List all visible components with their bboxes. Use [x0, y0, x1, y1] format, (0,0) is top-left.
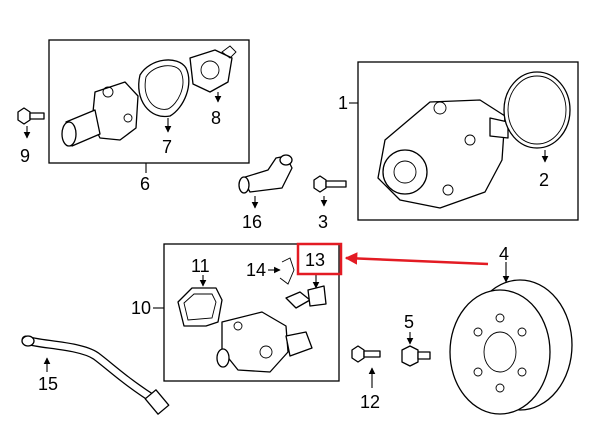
bolt-12-part — [351, 345, 381, 363]
callout-14: 14 — [246, 260, 266, 280]
outlet-gasket-part — [177, 287, 223, 327]
callout-7: 7 — [162, 137, 172, 157]
callout-12: 12 — [360, 392, 380, 412]
pipe-15-part — [21, 335, 170, 415]
thermostat-part — [189, 45, 237, 93]
callout-3: 3 — [318, 212, 328, 232]
group-box-10 — [163, 243, 340, 382]
highlight-arrow — [344, 252, 489, 266]
callout-15: 15 — [38, 374, 58, 394]
hose-16-part — [238, 154, 293, 194]
callout-8: 8 — [211, 108, 221, 128]
pulley-part — [449, 279, 573, 415]
outlet-housing-part — [216, 311, 313, 373]
callout-6: 6 — [140, 174, 150, 194]
gasket-part — [138, 59, 190, 118]
bolt-5-part — [401, 345, 431, 367]
highlight-box-13 — [296, 242, 343, 276]
callout-13: 13 — [305, 250, 325, 270]
group-box-1 — [357, 61, 579, 221]
bolt-9-part — [17, 107, 45, 125]
clip-part — [279, 257, 295, 285]
thermostat-housing-part — [61, 81, 139, 147]
sensor-part — [285, 285, 327, 309]
callout-1: 1 — [338, 93, 348, 113]
callout-11: 11 — [191, 256, 210, 276]
callout-9: 9 — [20, 146, 30, 166]
callout-5: 5 — [404, 312, 414, 332]
callout-10: 10 — [131, 298, 151, 318]
water-pump-part — [377, 99, 509, 209]
bolt-3-part — [313, 175, 347, 193]
callout-4: 4 — [499, 244, 509, 264]
callout-2: 2 — [539, 170, 549, 190]
o-ring-part — [503, 71, 571, 149]
callout-16: 16 — [242, 212, 262, 232]
group-box-6 — [48, 39, 250, 164]
